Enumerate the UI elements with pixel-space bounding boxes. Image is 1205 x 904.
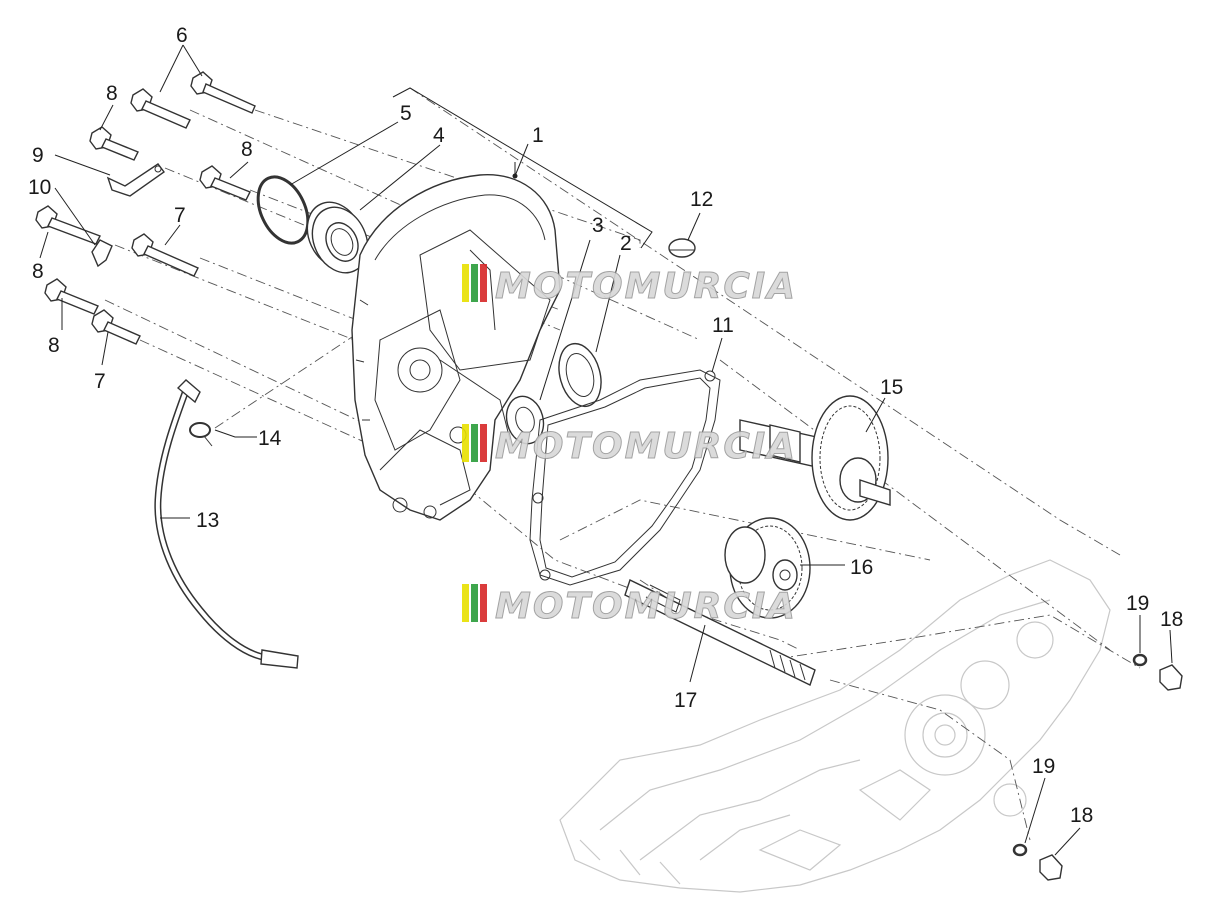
callout-16: 16: [850, 556, 873, 579]
callout-3: 3: [592, 214, 604, 237]
bolt-8b: [89, 126, 139, 161]
watermark-3: MOTOMURCIA: [462, 584, 797, 628]
watermark-text-3: MOTOMURCIA: [495, 586, 797, 627]
cap-18-lower: [1039, 854, 1063, 881]
callout-12: 12: [690, 188, 713, 211]
callout-18-upper: 18: [1160, 608, 1183, 631]
callout-11: 11: [712, 314, 734, 337]
callout-4: 4: [433, 124, 445, 147]
leader-lines: [39, 44, 1173, 856]
bolt-7b: [131, 233, 199, 277]
crankcase-ghost: [559, 559, 1111, 893]
callout-5: 5: [400, 102, 412, 125]
callout-19-upper: 19: [1126, 592, 1149, 615]
callout-8-b: 8: [241, 138, 253, 161]
callout-8-d: 8: [48, 334, 60, 357]
watermark-text-2: MOTOMURCIA: [495, 426, 797, 467]
plug-12: [668, 238, 696, 258]
callout-10: 10: [28, 176, 51, 199]
bearing-4: [306, 201, 369, 274]
watermark-2: MOTOMURCIA: [462, 424, 797, 468]
bracket-9: [106, 163, 165, 197]
callout-14: 14: [258, 427, 282, 450]
cap-18-upper: [1159, 664, 1183, 691]
bolt-7a: [190, 71, 256, 114]
callout-19-lower: 19: [1032, 755, 1055, 778]
callout-9: 9: [32, 144, 44, 167]
bolt-8c: [199, 165, 251, 201]
callout-15: 17: [674, 689, 697, 712]
callout-6: 7: [94, 370, 106, 393]
washer-19-upper: [1132, 653, 1148, 667]
callout-2: 2: [620, 232, 632, 255]
watermark-1: MOTOMURCIA: [462, 264, 797, 308]
bolt-6: [91, 309, 141, 345]
bolt-8e: [44, 278, 99, 315]
washer-19-lower: [1012, 843, 1028, 857]
bolt-8a: [130, 88, 191, 129]
breather-pipe-13: [154, 379, 299, 669]
bearing-3: [505, 395, 545, 445]
callout-13: 13: [196, 509, 219, 532]
gasket-11: [529, 369, 721, 586]
drive-shaft-15: [624, 579, 816, 686]
bolt-set: [35, 71, 256, 345]
callout-17: 15: [880, 376, 903, 399]
callout-8-a: 8: [106, 82, 118, 105]
watermark-text-1: MOTOMURCIA: [495, 266, 797, 307]
callout-18-lower: 18: [1070, 804, 1093, 827]
intermediate-gear-16: [724, 517, 811, 619]
callout-7-top: 6: [176, 24, 188, 47]
transmission-cover: [351, 174, 561, 521]
callout-7-mid: 7: [174, 204, 186, 227]
clip-10: [91, 239, 113, 268]
oil-seal-2: [558, 342, 602, 408]
hose-clamp-14: [189, 422, 213, 447]
circlip-5: [256, 175, 310, 245]
callout-labels: 6 8 5 4 1 9 8 10 12 7 3 2 8 11 8 7 15 14…: [28, 24, 1183, 827]
callout-1: 1: [532, 124, 544, 147]
callout-8-c: 8: [32, 260, 44, 283]
